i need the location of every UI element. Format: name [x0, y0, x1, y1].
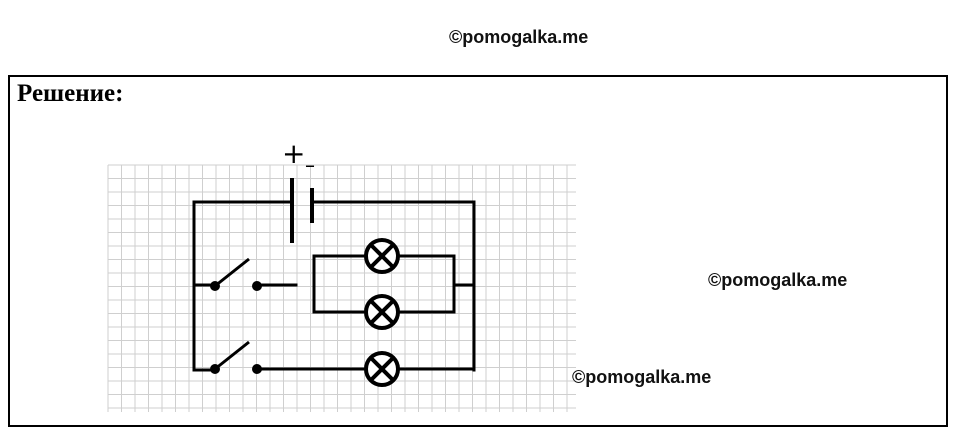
switch-2-blade: [214, 340, 250, 371]
switch-2-contact-right: [252, 364, 262, 374]
lamp-2: [364, 294, 400, 330]
lamp-3-cross-b: [369, 356, 395, 382]
battery: [290, 178, 314, 243]
battery-minus-sign: –: [305, 153, 315, 177]
watermark-right: ©pomogalka.me: [708, 270, 848, 290]
solution-heading: Решение:: [17, 80, 124, 107]
switch-1-contact-right: [252, 281, 262, 291]
watermark-top: ©pomogalka.me: [449, 27, 589, 47]
lamp-3: [364, 351, 400, 387]
circuit-wires: [192, 200, 476, 372]
lamp-1-cross-b: [369, 243, 395, 269]
wire-left-vertical: [192, 200, 216, 372]
solution-frame: [8, 75, 948, 427]
lamp-1: [364, 238, 400, 274]
battery-plus-sign: +: [282, 137, 305, 170]
wire-top-right: [310, 200, 476, 372]
switch-1-blade: [214, 257, 250, 288]
lamp-2-cross-b: [369, 299, 395, 325]
watermark-bottom: ©pomogalka.me: [572, 367, 712, 387]
switch-1: [210, 257, 262, 291]
switch-2: [210, 340, 262, 374]
